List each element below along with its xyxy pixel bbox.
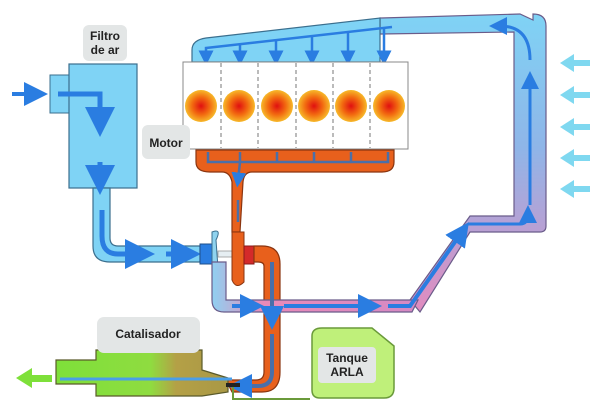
cylinder-2: [223, 90, 255, 122]
arla-tank-label: Tanque ARLA: [318, 347, 376, 383]
ambient-airflow-arrows: [560, 54, 590, 198]
arla-tank-label-line2: ARLA: [330, 365, 364, 379]
catalyst-label: Catalisador: [97, 317, 200, 353]
ambient-arrow-icon: [560, 180, 590, 198]
air-filter-label-line2: de ar: [91, 43, 120, 57]
exhaust-downpipe-arrows: [228, 262, 284, 398]
exhaust-out-arrow-icon: [16, 368, 52, 388]
ambient-arrow-icon: [560, 149, 590, 167]
turbocharger: [199, 230, 255, 286]
air-filter-label-line1: Filtro: [90, 29, 120, 43]
cylinder-6: [373, 90, 405, 122]
arla-injector: [226, 383, 240, 387]
catalyst-label-text: Catalisador: [115, 327, 181, 341]
intake-flow-arrows: [198, 25, 393, 66]
engine-label-text: Motor: [149, 136, 183, 150]
ambient-arrow-icon: [560, 86, 590, 104]
arla-tank-label-line1: Tanque: [326, 351, 368, 365]
cylinder-5: [335, 90, 367, 122]
cylinder-1: [185, 90, 217, 122]
cylinder-dividers: [220, 63, 371, 148]
air-filter-body: [68, 63, 138, 189]
cylinders: [185, 90, 405, 122]
ambient-arrow-icon: [560, 118, 590, 136]
cylinder-4: [298, 90, 330, 122]
intake-air-arrows: [12, 82, 201, 269]
cylinder-3: [261, 90, 293, 122]
arla-supply-line: [232, 387, 310, 400]
air-filter-label: Filtro de ar: [83, 25, 127, 61]
loop-flow-arrows: [468, 17, 539, 226]
catalyst-body: [55, 349, 229, 397]
ambient-arrow-icon: [560, 54, 590, 72]
intercooler-loop-pipe: [379, 13, 547, 314]
charge-air-arrows: [232, 222, 469, 318]
exhaust-manifold-arrows: [206, 152, 390, 222]
engine-label: Motor: [142, 125, 190, 159]
